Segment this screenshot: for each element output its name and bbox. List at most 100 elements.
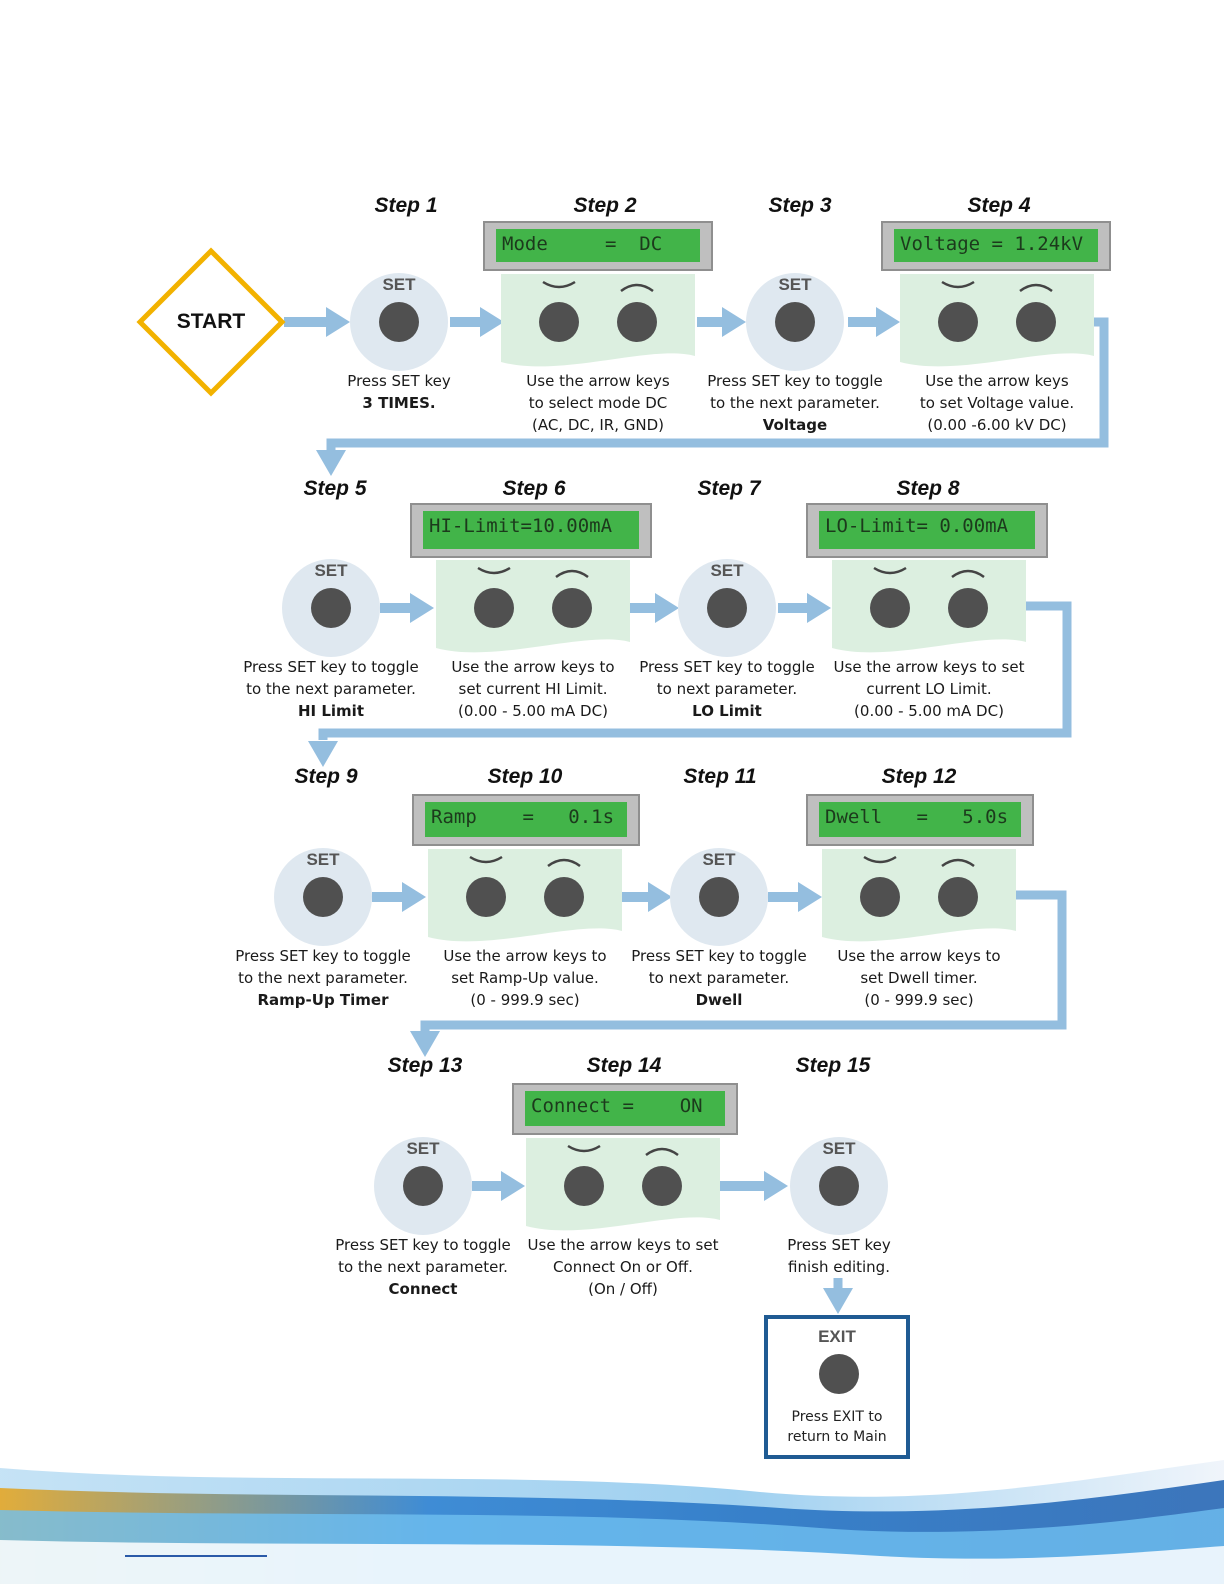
down-arrow-button[interactable] [870, 588, 910, 628]
set-key-label: SET [406, 1139, 440, 1158]
caption-line: (0 - 999.9 sec) [470, 991, 580, 1009]
set-button[interactable] [775, 302, 815, 342]
footer-link-underline [125, 1555, 267, 1557]
connector-arrowhead [823, 1288, 853, 1314]
lcd-text: Dwell = 5.0s [819, 802, 1021, 837]
chevron-down-icon [567, 1144, 601, 1153]
caption-line: to select mode DC [528, 394, 668, 412]
up-arrow-button[interactable] [948, 588, 988, 628]
set-button[interactable] [699, 877, 739, 917]
step-title: Step 6 [502, 477, 566, 500]
connector-arrowhead [410, 593, 434, 623]
arrow-keys-panel [900, 274, 1094, 367]
caption-line: 3 TIMES. [362, 394, 436, 412]
connector-arrowhead [648, 882, 672, 912]
arrow-keys-panel [428, 849, 622, 942]
exit-caption: Press EXIT to return to Main [768, 1407, 906, 1447]
down-arrow-button[interactable] [860, 877, 900, 917]
caption-line: Dwell [695, 991, 743, 1009]
step-title: Step 14 [586, 1054, 662, 1077]
lcd-text: Voltage = 1.24kV [894, 229, 1098, 262]
up-arrow-button[interactable] [1016, 302, 1056, 342]
arrow-keys-panel [526, 1138, 720, 1231]
set-key-label: SET [778, 275, 812, 294]
caption-line: (0 - 999.9 sec) [864, 991, 974, 1009]
caption-line: Use the arrow keys [925, 372, 1069, 390]
step-title: Step 8 [896, 477, 960, 500]
lcd-text: Mode = DC [496, 229, 700, 262]
step-title: Step 9 [294, 765, 358, 788]
connector-path [318, 601, 1072, 740]
step-title: Step 7 [697, 477, 761, 500]
up-arrow-button[interactable] [552, 588, 592, 628]
caption-line: set current HI Limit. [458, 680, 608, 698]
chevron-down-icon [469, 855, 503, 864]
connector-arrowhead [480, 307, 504, 337]
caption-line: Use the arrow keys [526, 372, 670, 390]
caption-line: LO Limit [692, 702, 762, 720]
set-button[interactable] [379, 302, 419, 342]
caption-line: to the next parameter. [246, 680, 416, 698]
caption-line: Use the arrow keys to [443, 947, 607, 965]
caption-line: to the next parameter. [710, 394, 880, 412]
set-key-label: SET [306, 850, 340, 869]
down-arrow-button[interactable] [466, 877, 506, 917]
set-button[interactable] [707, 588, 747, 628]
down-arrow-button[interactable] [938, 302, 978, 342]
exit-caption-line: Press EXIT to [791, 1409, 883, 1425]
connector-arrowhead [722, 307, 746, 337]
arrow-keys-panel [501, 274, 695, 367]
exit-button[interactable] [819, 1354, 859, 1394]
set-button[interactable] [403, 1166, 443, 1206]
chevron-down-icon [873, 566, 907, 575]
set-button[interactable] [311, 588, 351, 628]
caption-line: (0.00 -6.00 kV DC) [927, 416, 1067, 434]
lcd-display: LO-Limit= 0.00mA [806, 503, 1048, 558]
lcd-text: Connect = ON [525, 1091, 725, 1126]
lcd-display: Dwell = 5.0s [806, 794, 1034, 846]
caption-line: to next parameter. [656, 680, 798, 698]
arrow-keys-panel [822, 849, 1016, 942]
caption-line: to the next parameter. [338, 1258, 508, 1276]
caption-line: Press SET key [787, 1236, 891, 1254]
connector-arrowhead [308, 741, 338, 767]
lcd-display: Connect = ON [512, 1083, 738, 1135]
up-arrow-button[interactable] [544, 877, 584, 917]
set-button[interactable] [819, 1166, 859, 1206]
caption-line: (On / Off) [588, 1280, 658, 1298]
connector-arrowhead [798, 882, 822, 912]
lcd-text: HI-Limit=10.00mA [423, 511, 639, 549]
lcd-text: LO-Limit= 0.00mA [819, 511, 1035, 549]
caption-line: Press SET key to toggle [235, 947, 411, 965]
caption-line: finish editing. [788, 1258, 890, 1276]
chevron-down-icon [941, 280, 975, 289]
caption-line: Use the arrow keys to set [527, 1236, 719, 1254]
start-label: START [176, 310, 246, 333]
up-arrow-button[interactable] [938, 877, 978, 917]
step-title: Step 13 [387, 1054, 463, 1077]
caption-line: Voltage [762, 416, 828, 434]
chevron-down-icon [477, 566, 511, 575]
caption-line: Press SET key to toggle [335, 1236, 511, 1254]
caption-line: to next parameter. [648, 969, 790, 987]
set-key-label: SET [710, 561, 744, 580]
down-arrow-button[interactable] [474, 588, 514, 628]
step-title: Step 15 [795, 1054, 871, 1077]
set-button[interactable] [303, 877, 343, 917]
connector-arrowhead [655, 593, 679, 623]
up-arrow-button[interactable] [617, 302, 657, 342]
down-arrow-button[interactable] [539, 302, 579, 342]
caption-line: set Dwell timer. [860, 969, 978, 987]
step-title: Step 4 [967, 194, 1031, 217]
set-key-label: SET [822, 1139, 856, 1158]
connector-path [420, 890, 1067, 1032]
connector-arrowhead [326, 307, 350, 337]
down-arrow-button[interactable] [564, 1166, 604, 1206]
set-key-label: SET [382, 275, 416, 294]
up-arrow-button[interactable] [642, 1166, 682, 1206]
